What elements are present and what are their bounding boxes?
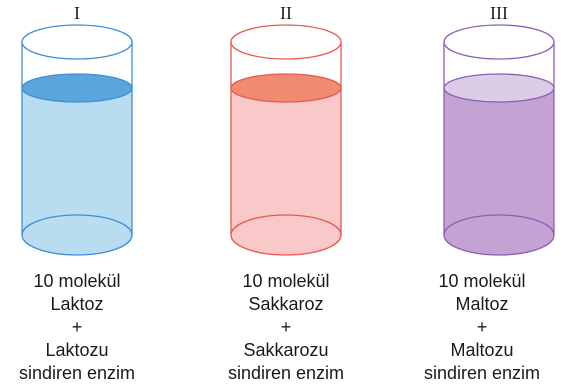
beaker-2-numeral: II [280, 3, 292, 23]
beaker-3-caption-line-5: sindiren enzim [423, 363, 541, 383]
beaker-2: II [230, 3, 342, 256]
beaker-1-caption-line-3: + [71, 317, 83, 337]
beaker-2-liquid-bottom [231, 215, 341, 255]
beaker-3-numeral: III [490, 3, 508, 23]
beaker-3-caption-line-1: 10 molekül [438, 271, 526, 291]
beaker-2-caption: 10 molekül Sakkaroz + Sakkarozu sindiren… [201, 270, 371, 385]
beaker-1-liquid-body [22, 88, 132, 235]
beaker-2-caption-line-4: Sakkarozu [243, 340, 329, 360]
beaker-2-rim [230, 24, 342, 60]
beaker-1-caption-line-2: Laktoz [50, 294, 104, 314]
beaker-2-liquid-body [231, 88, 341, 235]
beaker-3-caption: 10 molekül Maltoz + Maltozu sindiren enz… [397, 270, 567, 385]
beaker-1-liquid-bottom [22, 215, 132, 255]
beaker-2-caption-line-5: sindiren enzim [227, 363, 345, 383]
beaker-1-liquid-surface [22, 74, 132, 102]
beaker-3-liquid-bottom [444, 215, 554, 255]
beaker-2-caption-line-2: Sakkaroz [248, 294, 324, 314]
beaker-1-caption-line-4: Laktozu [45, 340, 109, 360]
beaker-3-liquid-surface [444, 74, 554, 102]
beaker-1-caption: 10 molekül Laktoz + Laktozu sindiren enz… [0, 270, 162, 385]
beaker-2-caption-line-1: 10 molekül [242, 271, 330, 291]
beaker-3-caption-line-4: Maltozu [450, 340, 514, 360]
beaker-1-numeral: I [74, 3, 80, 23]
beaker-3-rim [443, 24, 555, 60]
beaker-1-caption-line-5: sindiren enzim [18, 363, 136, 383]
beaker-1-rim [21, 24, 133, 60]
beaker-3-caption-line-3: + [476, 317, 488, 337]
beaker-3: III [443, 3, 555, 256]
beaker-3-caption-line-2: Maltoz [455, 294, 509, 314]
beaker-3-liquid-body [444, 88, 554, 235]
beaker-1-caption-line-1: 10 molekül [33, 271, 121, 291]
beaker-1: I [21, 3, 133, 256]
beaker-2-liquid-surface [231, 74, 341, 102]
beaker-2-caption-line-3: + [280, 317, 292, 337]
